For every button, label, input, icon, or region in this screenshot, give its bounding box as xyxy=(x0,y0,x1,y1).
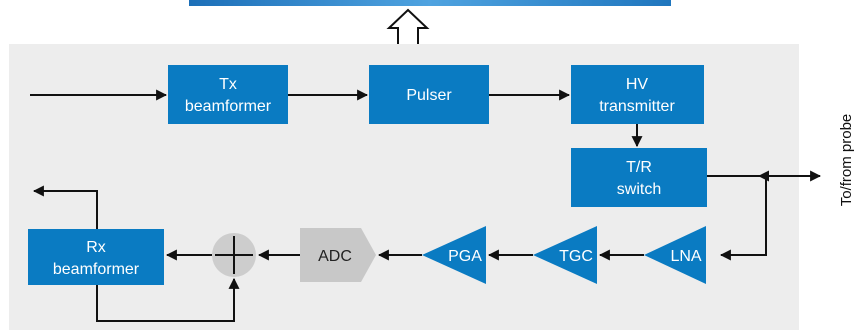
tx-beamformer-label-2: beamformer xyxy=(185,98,272,115)
pulser-label: Pulser xyxy=(406,87,452,104)
adc-block xyxy=(300,228,376,282)
rx-output-arrow xyxy=(32,185,98,229)
rx-beamformer-block: Rx beamformer xyxy=(28,229,164,285)
probe-label: To/from probe xyxy=(838,114,855,207)
rx-beamformer-label-1: Rx xyxy=(86,239,106,256)
feedback-loop-arrow xyxy=(96,277,240,322)
tr-switch-label-2: switch xyxy=(617,181,661,198)
hv-transmitter-block: HV transmitter xyxy=(571,65,704,124)
tr-switch-block: T/R switch xyxy=(571,148,707,207)
lna-triangle xyxy=(644,226,706,284)
hv-transmitter-label-2: transmitter xyxy=(599,98,675,115)
top-display-banner xyxy=(189,0,671,6)
pulser-block: Pulser xyxy=(369,65,489,124)
hv-transmitter-label-1: HV xyxy=(626,76,649,93)
tx-beamformer-label-1: Tx xyxy=(219,76,237,93)
adc-label: ADC xyxy=(318,248,352,265)
tgc-label: TGC xyxy=(559,248,593,265)
output-up-arrow-icon xyxy=(386,8,430,44)
pga-triangle xyxy=(422,226,486,284)
junction-to-lna-arrow xyxy=(719,176,767,261)
tgc-triangle xyxy=(533,226,597,284)
tx-beamformer-block: Tx beamformer xyxy=(168,65,288,124)
lna-label: LNA xyxy=(670,248,701,265)
pga-label: PGA xyxy=(448,248,482,265)
tr-switch-label-1: T/R xyxy=(626,159,652,176)
rx-beamformer-label-2: beamformer xyxy=(53,261,140,278)
